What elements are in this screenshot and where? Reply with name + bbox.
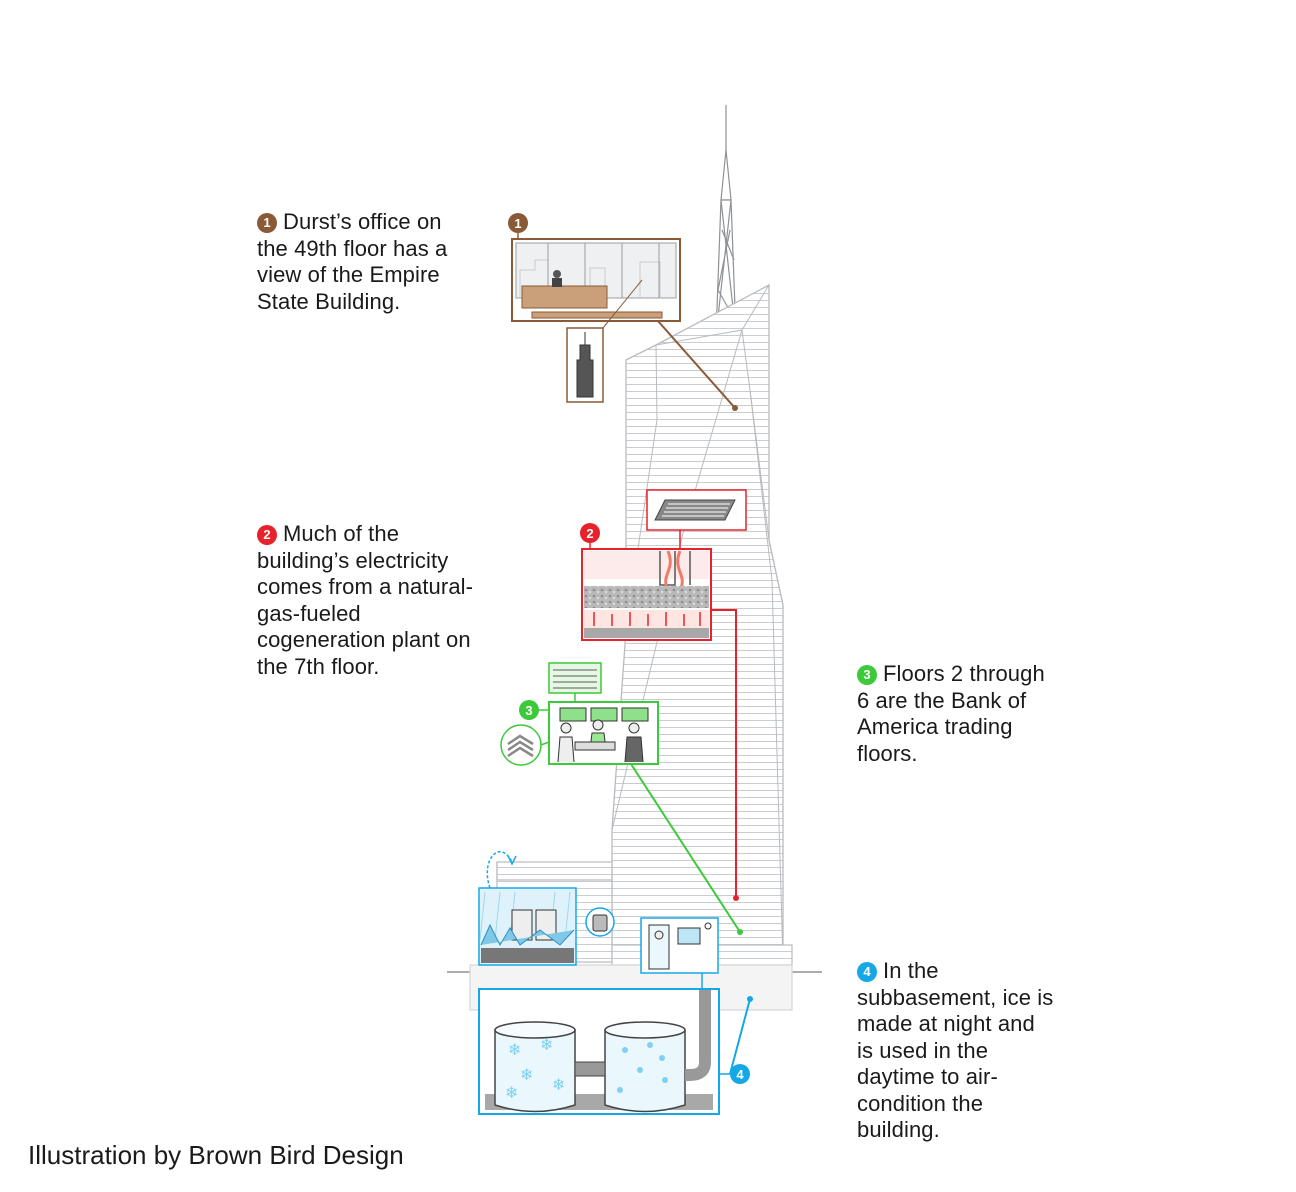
leader-2 — [711, 609, 737, 898]
callout-4-text: In the subbasement, ice is made at night… — [857, 958, 1054, 1142]
ticker-inset — [548, 662, 602, 694]
badge-4 — [730, 1064, 750, 1084]
callout-1-text: Durst’s office on the 49th floor has a v… — [257, 209, 448, 314]
bank-logo-inset — [500, 724, 542, 766]
vent-inset — [646, 489, 747, 531]
leader-3 — [630, 763, 741, 933]
chiller-room-inset — [640, 917, 719, 974]
callout-2-badge: 2 — [257, 525, 277, 545]
callout-3-badge: 3 — [857, 665, 877, 685]
leader-1 — [657, 320, 736, 409]
cogeneration-inset — [581, 548, 712, 641]
callout-1-badge: 1 — [257, 213, 277, 233]
badge-1-label: 1 — [514, 216, 521, 231]
ice-tank-inset: ❄❄❄ ❄❄ — [478, 988, 720, 1115]
badge-3-label: 3 — [525, 703, 532, 718]
callout-4-badge: 4 — [857, 962, 877, 982]
trading-floor-inset — [548, 701, 659, 765]
callout-3-text: Floors 2 through 6 are the Bank of Ameri… — [857, 661, 1045, 766]
svg-text:❄: ❄ — [508, 1040, 521, 1059]
svg-text:❄: ❄ — [552, 1075, 565, 1094]
svg-text:❄: ❄ — [505, 1083, 518, 1102]
badge-4-label: 4 — [736, 1067, 744, 1082]
illustration-credit: Illustration by Brown Bird Design — [28, 1140, 404, 1170]
svg-text:❄: ❄ — [520, 1065, 533, 1084]
badge-2 — [580, 523, 600, 543]
honey-jar-inset — [585, 907, 615, 937]
callout-2-text: Much of the building’s electricity comes… — [257, 521, 474, 679]
badge-1 — [508, 213, 528, 233]
badge-2-label: 2 — [586, 526, 593, 541]
badge-3 — [519, 700, 539, 720]
green-roof-inset — [478, 887, 577, 966]
spire — [715, 105, 737, 336]
svg-text:❄: ❄ — [540, 1035, 553, 1054]
leader-4 — [729, 998, 751, 1075]
empire-state-inset — [566, 327, 604, 403]
office-inset — [511, 238, 681, 322]
